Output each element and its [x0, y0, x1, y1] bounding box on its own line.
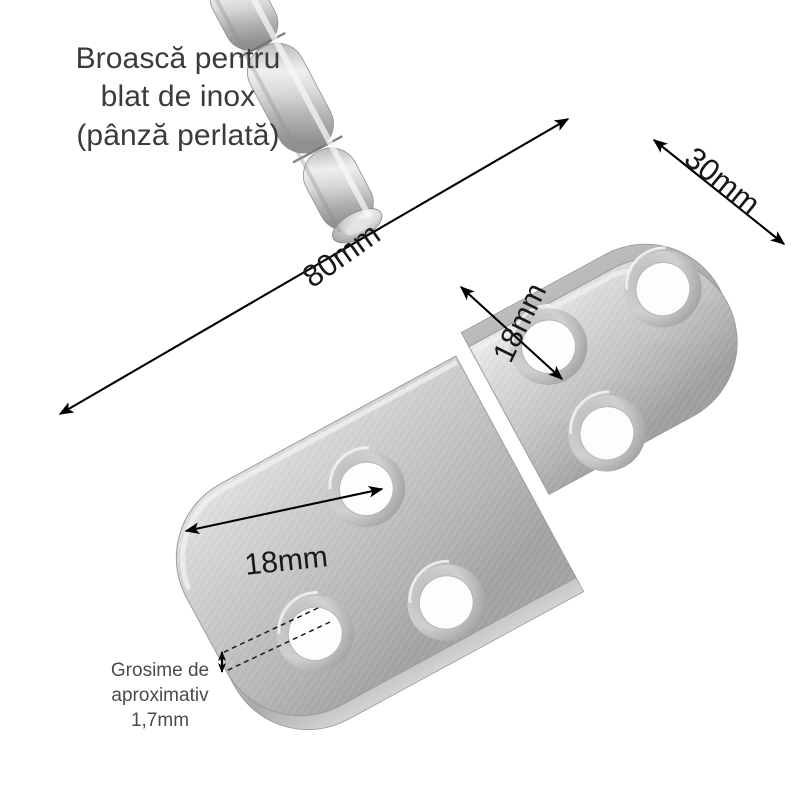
- hinge-leaf-lower: [175, 355, 585, 730]
- dimension-line-18mm-bottom: [184, 486, 384, 534]
- thickness-leader-lines: [221, 607, 331, 672]
- dimension-line-80mm: [58, 118, 570, 415]
- screw-hole-upper-2: [568, 390, 646, 472]
- dimension-line-18mm-top: [459, 286, 564, 380]
- dimension-line-30mm: [652, 139, 786, 245]
- screw-hole-lower-1: [276, 590, 355, 672]
- screw-hole-lower-3: [407, 559, 485, 641]
- screw-hole-upper-3: [624, 246, 702, 328]
- hinge-barrel: [209, 0, 383, 244]
